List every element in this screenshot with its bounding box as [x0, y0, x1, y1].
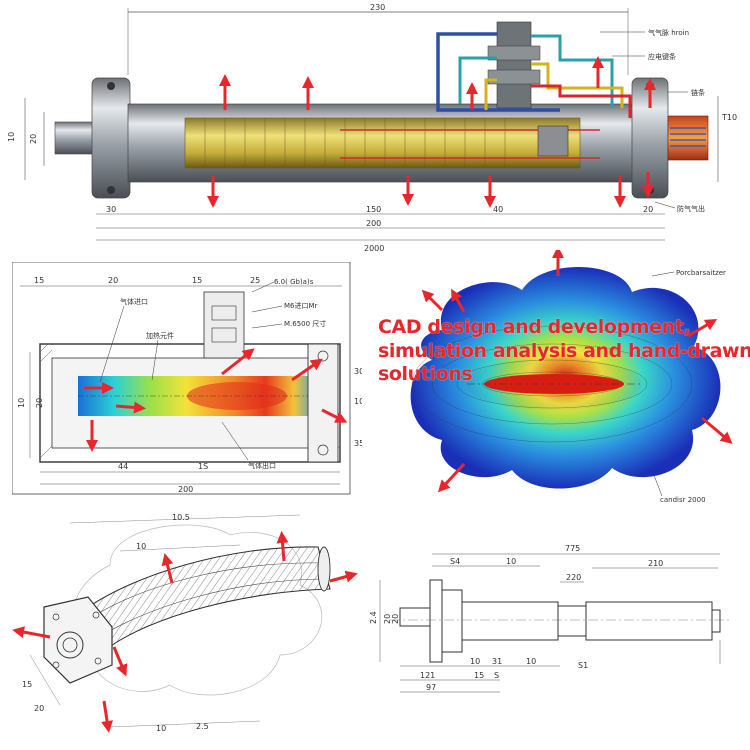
- sec-dim-bottom-c: 200: [178, 485, 193, 494]
- shaft-dim-bottom-e: 15: [474, 671, 484, 680]
- pipe-yellow: [484, 78, 497, 110]
- dim-bottom1b: 40: [493, 205, 503, 214]
- sec-dim-top-a: 15: [34, 276, 44, 285]
- sec-label-d: M.6500 尺寸: [284, 319, 326, 328]
- sec-dim-left: 10: [17, 398, 26, 408]
- sec-dim-left-b: 20: [35, 398, 44, 408]
- sec-label-c: M6进口Mr: [284, 302, 318, 310]
- sec-dim-right-a: 30: [354, 367, 362, 376]
- dim-left1: 10: [7, 132, 16, 142]
- sketch-dim-left-a: 15: [22, 680, 32, 689]
- sec-label-f: 气体出口: [248, 461, 276, 470]
- shaft-dim-top-a: S4: [450, 557, 460, 566]
- caption-line-1: CAD design and development,: [378, 316, 691, 338]
- sketch-dim-inner: 10: [136, 542, 146, 551]
- sketch-dim-bottom-b: 2.5: [196, 722, 209, 731]
- shaft-dim-bottom-h: S1: [578, 661, 588, 670]
- dim-top: 230: [370, 3, 385, 12]
- dim-bottom2: 200: [366, 219, 381, 228]
- thermal-simulation: Porcbarsaitzer candisr 2000: [410, 250, 733, 504]
- sec-label-e: 加热元件: [146, 331, 174, 340]
- sec-dim-bottom-b: 1S: [198, 462, 208, 471]
- shaft-dim-bottom-b: 31: [492, 657, 502, 666]
- shaft-dim-bottom-f: S: [494, 671, 499, 680]
- render-view: 230: [7, 3, 737, 253]
- sec-dim-top-c: 15: [192, 276, 202, 285]
- shaft-dim-top: 775: [565, 544, 580, 553]
- sketch-dim-top: 10.5: [172, 513, 190, 522]
- shaft-dim-bottom-c: 10: [526, 657, 536, 666]
- caption-line-2: simulation analysis and hand-drawn: [378, 339, 750, 362]
- dim-bottom1: 150: [366, 205, 381, 214]
- sec-dim-top-d: 25: [250, 276, 260, 285]
- sec-dim-top-b: 20: [108, 276, 118, 285]
- sec-label-a: 气体进口: [120, 297, 148, 306]
- shaft-main: [461, 601, 559, 641]
- junction-box: [537, 125, 569, 157]
- label-gas-inlet: 气气脉 hroin: [648, 28, 689, 37]
- shaft-right-section: [585, 601, 713, 641]
- shaft-dim-left-a: 2.4: [370, 611, 378, 624]
- shaft-dim-bottom-a: 10: [470, 657, 480, 666]
- section-view: 15 20 15 25 气体进口 6.0( Gb)a)s M6进口Mr M.65…: [12, 262, 362, 495]
- thermal-label-bottom: candisr 2000: [660, 496, 706, 504]
- valve-block: [496, 21, 532, 109]
- thermal-label-top: Porcbarsaitzer: [676, 269, 726, 277]
- caption-line-3: solutions: [378, 363, 473, 385]
- dim-bottom3: 2000: [364, 244, 384, 253]
- sketch-tube: [79, 546, 331, 652]
- sketch-view: 10.5 10 15 20 10 2.5: [12, 513, 358, 733]
- caption-overlay: CAD design and development, simulation a…: [378, 316, 750, 387]
- dim-left2: 20: [29, 134, 38, 144]
- dim-right: T10: [721, 113, 737, 122]
- sec-dim-right-c: 35: [354, 439, 362, 448]
- dim-bottom-left: 30: [106, 205, 116, 214]
- shaft-dim-top-b: 10: [506, 557, 516, 566]
- label-chain: 链条: [691, 88, 705, 97]
- shaft-dim-left-c: 20: [391, 614, 400, 624]
- sec-label-b: 6.0( Gb)a)s: [274, 278, 314, 286]
- sec-dim-right-b: 10: [354, 397, 362, 406]
- label-fitting: 应电键条: [648, 52, 676, 61]
- outlet-nozzle: [667, 115, 709, 161]
- shaft-dim-bottom-d: 121: [420, 671, 435, 680]
- heating-element: [184, 117, 581, 169]
- shaft-collar: [429, 579, 443, 663]
- shaft-view: 775 S4 10 220 210 2.4 20 20 10 31 10 121…: [370, 544, 730, 693]
- pipe-red: [531, 84, 632, 118]
- sketch-dim-bottom-a: 10: [156, 724, 166, 733]
- flange-left: [91, 77, 131, 199]
- pipe-blue: [436, 32, 560, 112]
- shaft-dim-left-b: 20: [383, 614, 392, 624]
- shaft-dim-right: 210: [648, 559, 663, 568]
- shaft-dim-bottom-g: 97: [426, 683, 436, 692]
- pipe-teal: [458, 56, 497, 104]
- sketch-dim-left-b: 20: [34, 704, 44, 713]
- sec-dim-bottom-a: 44: [118, 462, 128, 471]
- label-gas-outlet: 防气气出: [677, 204, 705, 213]
- dim-bottom-right: 20: [643, 205, 653, 214]
- shaft-dim-mid: 220: [566, 573, 581, 582]
- shaft-end-left: [399, 607, 431, 627]
